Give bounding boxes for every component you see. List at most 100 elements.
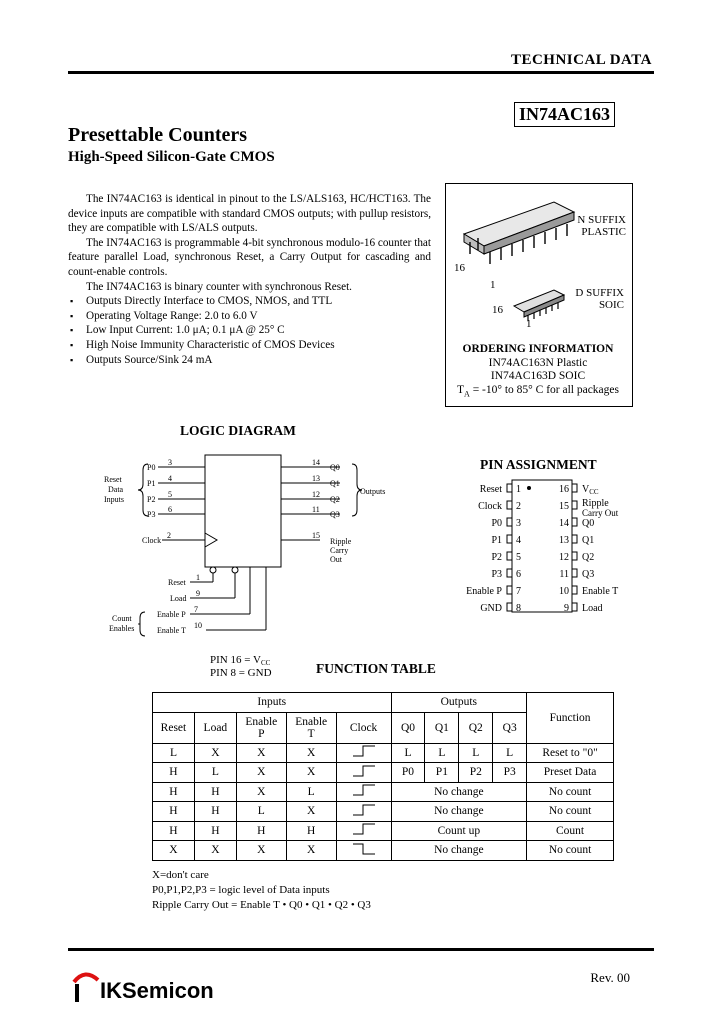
svg-text:Out: Out (330, 555, 343, 564)
table-cell: H (152, 762, 195, 783)
output-label: Q0 (330, 463, 340, 472)
table-cell: X (285, 801, 337, 822)
logo-arc-icon (72, 972, 100, 1002)
input-label: P0 (147, 463, 155, 472)
svg-text:Enables: Enables (109, 624, 134, 633)
svg-text:Inputs: Inputs (104, 495, 124, 504)
pin-name-left: P0 (491, 518, 502, 529)
pin-number: 11 (312, 505, 320, 514)
pin-lead (506, 500, 513, 510)
soic-pin16-label: 16 (492, 304, 503, 316)
clock-cell (335, 762, 392, 783)
ordering-item: IN74AC163N Plastic (488, 356, 588, 369)
pin-lead (506, 551, 513, 561)
pin-number: 9 (564, 603, 569, 614)
table-cell: H (285, 820, 337, 841)
pin-number: 16 (559, 484, 569, 495)
table-cell: H (152, 820, 195, 841)
output-label: Q1 (330, 479, 340, 488)
input-label: P2 (147, 495, 155, 504)
power-gnd: PIN 8 = GND (210, 667, 272, 679)
note: P0,P1,P2,P3 = logic level of Data inputs (152, 884, 330, 896)
header-label: TECHNICAL DATA (510, 52, 652, 68)
table-cell: X (285, 840, 337, 861)
falling-edge-icon (352, 843, 375, 855)
table-cell: X (152, 840, 195, 861)
pin-number: 13 (559, 535, 569, 546)
clock-cell (335, 840, 392, 861)
enable-t-label: Enable T (157, 626, 186, 635)
pin-name-right: VCC (582, 484, 599, 496)
pin-lead (571, 483, 578, 493)
description-paragraph: The IN74AC163 is identical in pinout to … (68, 193, 431, 235)
pin-lead (571, 551, 578, 561)
table-cell: No change (390, 801, 528, 822)
description-paragraph: The IN74AC163 is binary counter with syn… (86, 280, 352, 293)
ordering-item: IN74AC163D SOIC (490, 370, 586, 382)
counter-block (204, 454, 282, 568)
note: Ripple Carry Out = Enable T • Q0 • Q1 • … (152, 899, 371, 911)
rising-edge-icon (352, 823, 375, 835)
function-column-header: Function (526, 692, 614, 744)
clock-cell (335, 801, 392, 822)
feature-item: Outputs Directly Interface to CMOS, NMOS… (68, 294, 431, 309)
pin-number: 15 (312, 531, 320, 540)
table-cell: H (152, 781, 195, 802)
pin-assignment-heading: PIN ASSIGNMENT (480, 457, 597, 472)
pin-lead (506, 602, 513, 612)
pin-number: 1 (196, 573, 200, 582)
soic-package-icon (512, 289, 566, 321)
function-cell: No count (526, 801, 614, 822)
table-cell: X (235, 762, 287, 783)
function-cell: Count (526, 820, 614, 841)
output-label: Q2 (330, 495, 340, 504)
footer-rule (68, 948, 654, 951)
feature-list: Outputs Directly Interface to CMOS, NMOS… (68, 294, 431, 367)
ordering-heading: ORDERING INFORMATION (462, 343, 614, 355)
column-header: Q2 (458, 711, 494, 744)
pin-number: 14 (559, 518, 569, 529)
feature-item: Low Input Current: 1.0 μA; 0.1 μA @ 25° … (68, 323, 431, 338)
pin-lead (506, 568, 513, 578)
table-cell: Count up (390, 820, 528, 841)
function-cell: Reset to "0" (526, 742, 614, 763)
ic-outline (511, 479, 573, 613)
table-cell: L (458, 742, 494, 763)
table-cell: X (235, 742, 287, 763)
table-cell: H (152, 801, 195, 822)
table-cell: X (235, 840, 287, 861)
pin-lead (506, 483, 513, 493)
table-cell: L (285, 781, 337, 802)
pin-number: 1 (516, 484, 521, 495)
pin-number: 3 (168, 458, 172, 467)
feature-item: Operating Voltage Range: 2.0 to 6.0 V (68, 309, 431, 324)
pin-number: 12 (312, 490, 320, 499)
d-suffix-label: D SUFFIX SOIC (575, 287, 624, 311)
power-vcc: PIN 16 = VCC (210, 654, 271, 667)
pin-lead (571, 602, 578, 612)
table-cell: X (285, 762, 337, 783)
part-number-box: IN74AC163 (514, 102, 616, 127)
table-cell: L (152, 742, 195, 763)
pin-lead (571, 568, 578, 578)
reset-data-inputs-label: Reset (104, 475, 123, 484)
pin-name-right: Q3 (582, 569, 594, 580)
pin-name-right: Q1 (582, 535, 594, 546)
pin-name-left: GND (480, 603, 502, 614)
svg-text:Carry: Carry (330, 546, 348, 555)
table-cell: P3 (492, 762, 528, 783)
pin-number: 7 (516, 586, 521, 597)
pin-lead (571, 534, 578, 544)
pin-name-right: Load (582, 603, 603, 614)
page-subtitle: High-Speed Silicon-Gate CMOS (68, 149, 275, 165)
clock-label: Clock (142, 536, 161, 545)
feature-item: High Noise Immunity Characteristic of CM… (68, 338, 431, 353)
ordering-information: ORDERING INFORMATION IN74AC163N Plastic … (445, 343, 631, 400)
pin-lead (506, 534, 513, 544)
pin-lead (571, 517, 578, 527)
rising-edge-icon (352, 745, 375, 757)
table-cell: No change (390, 781, 528, 802)
